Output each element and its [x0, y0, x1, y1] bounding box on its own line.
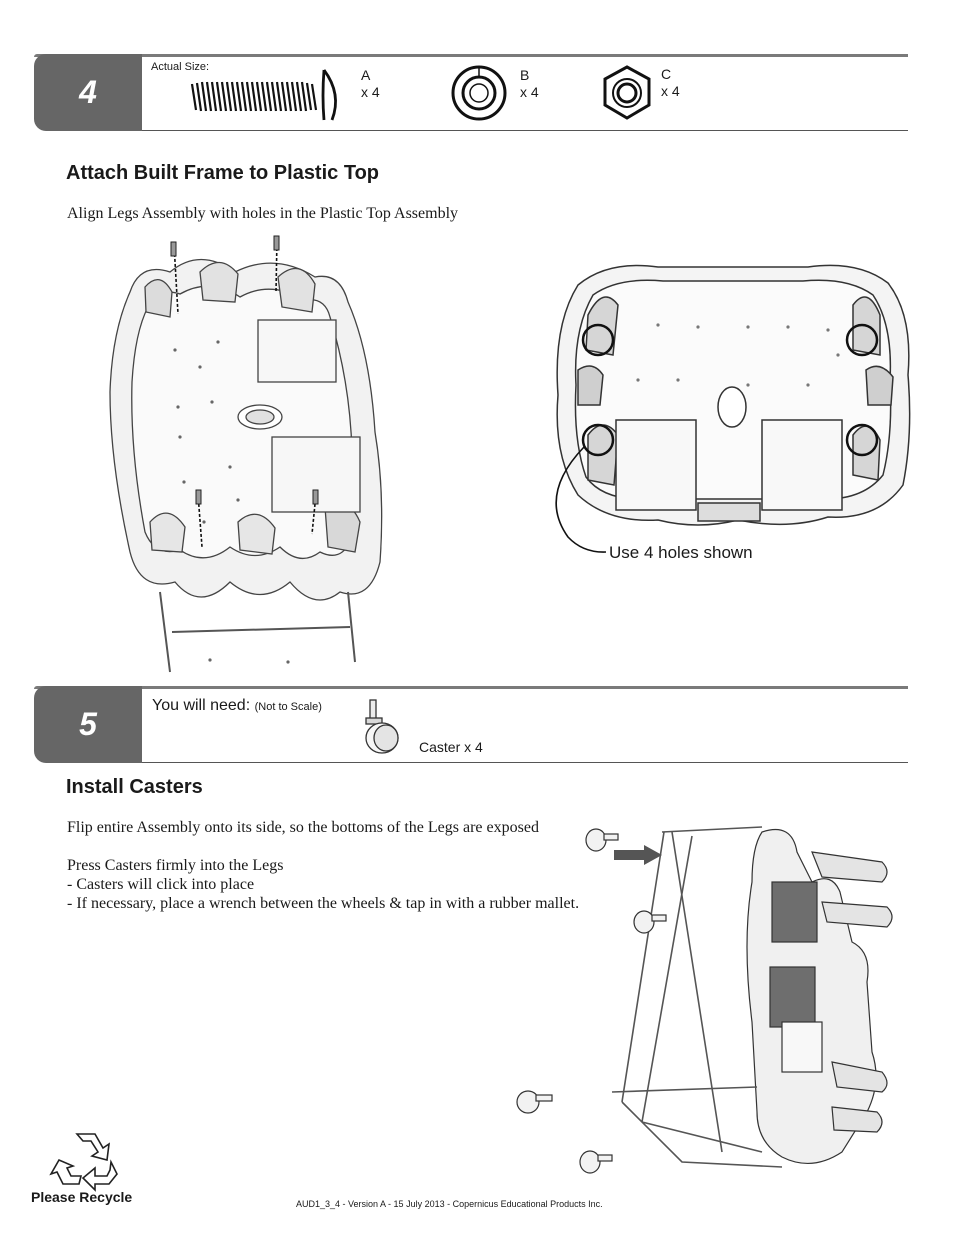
- document-info: AUD1_3_4 - Version A - 15 July 2013 - Co…: [296, 1199, 603, 1209]
- step-5-heading: Install Casters: [66, 776, 203, 798]
- screw-icon: [190, 69, 337, 121]
- part-qty: x 4: [361, 84, 380, 100]
- part-qty: x 4: [661, 83, 680, 99]
- part-b-label: B x 4: [520, 67, 539, 101]
- recycle-label: Please Recycle: [31, 1189, 133, 1205]
- caster-label: Caster x 4: [419, 739, 483, 755]
- step-5-line-2: Press Casters firmly into the Legs: [67, 857, 284, 874]
- plastic-top-frame-illustration: [109, 235, 383, 673]
- you-will-need-label: You will need: (Not to Scale): [152, 697, 322, 715]
- divider: [34, 54, 908, 57]
- step-4-instruction: Align Legs Assembly with holes in the Pl…: [67, 205, 459, 222]
- part-letter: A: [361, 67, 371, 83]
- holes-callout: Use 4 holes shown: [609, 543, 753, 562]
- divider: [142, 130, 908, 131]
- step-number: 5: [34, 686, 142, 763]
- washer-icon: [451, 65, 507, 121]
- step-4-header: 4: [34, 54, 908, 131]
- step-4-heading: Attach Built Frame to Plastic Top: [66, 162, 379, 184]
- part-c-label: C x 4: [661, 66, 680, 100]
- actual-size-label: Actual Size:: [151, 61, 210, 73]
- caster-icon: [365, 699, 399, 754]
- plastic-top-holes-illustration: [555, 264, 911, 553]
- part-letter: B: [520, 67, 530, 83]
- divider: [142, 762, 908, 763]
- step-5-line-1: Flip entire Assembly onto its side, so t…: [67, 819, 539, 836]
- part-a-label: A x 4: [361, 67, 380, 101]
- need-note: (Not to Scale): [254, 701, 322, 713]
- step-5-line-3: - Casters will click into place: [67, 876, 255, 893]
- step-5-header: 5: [34, 686, 908, 763]
- step-number: 4: [34, 54, 142, 131]
- need-label: You will need:: [152, 697, 251, 714]
- part-qty: x 4: [520, 84, 539, 100]
- hex-nut-icon: [603, 65, 651, 120]
- install-casters-illustration: [516, 826, 893, 1174]
- divider: [34, 686, 908, 689]
- part-letter: C: [661, 66, 672, 82]
- recycle-icon: [49, 1133, 118, 1192]
- step-5-line-4: - If necessary, place a wrench between t…: [67, 895, 580, 912]
